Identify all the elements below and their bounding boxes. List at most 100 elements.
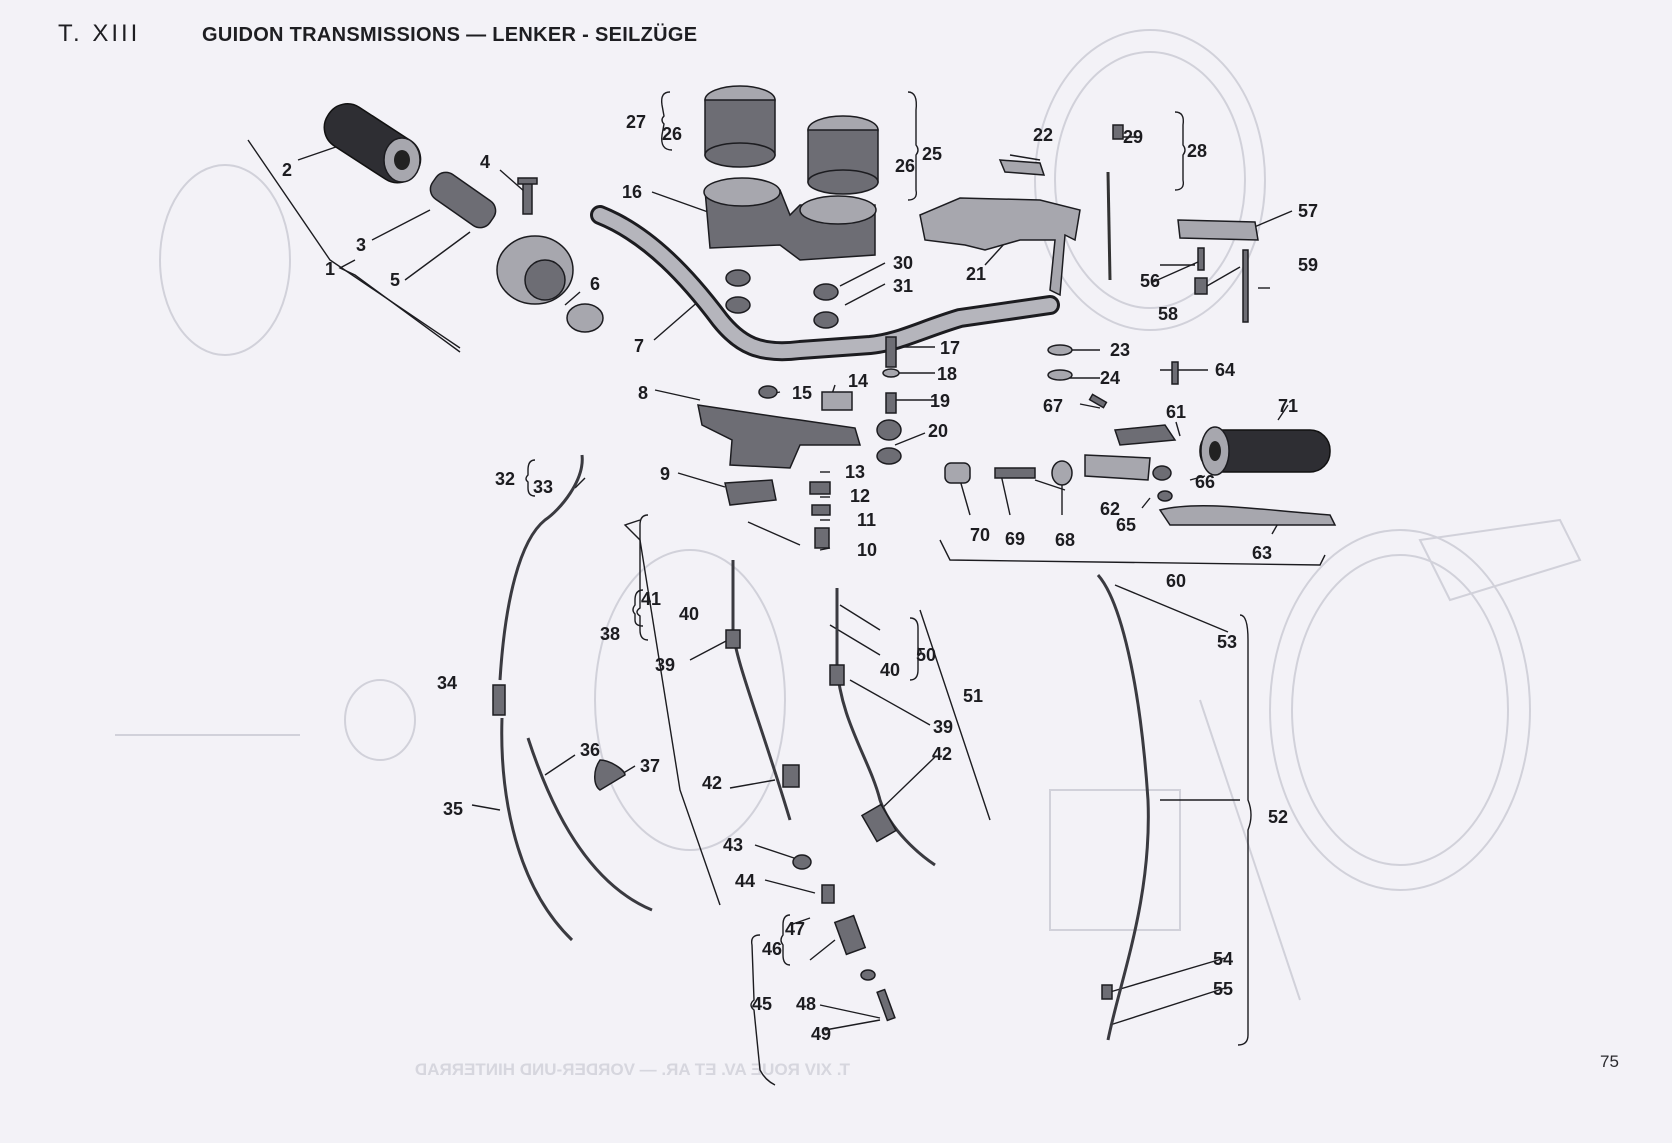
grips xyxy=(323,103,1331,476)
callout-39-right: 39 xyxy=(933,717,953,737)
callout-34: 34 xyxy=(437,673,457,693)
callout-17: 17 xyxy=(940,338,960,358)
callout-57: 57 xyxy=(1298,201,1318,221)
callout-9: 9 xyxy=(660,464,670,484)
plate-22 xyxy=(998,159,1046,176)
small-parts-center xyxy=(697,269,902,549)
leader-lines xyxy=(247,136,1326,1031)
callout-29: 29 xyxy=(1123,127,1143,147)
clip xyxy=(821,391,853,411)
callout-5: 5 xyxy=(390,270,400,290)
brackets xyxy=(338,91,1252,1086)
callout-63: 63 xyxy=(1252,543,1272,563)
callout-70: 70 xyxy=(970,525,990,545)
callout-61: 61 xyxy=(1166,402,1186,422)
clamp-half xyxy=(724,479,777,506)
callout-26-left: 26 xyxy=(662,124,682,144)
page-number: 75 xyxy=(1600,1052,1619,1071)
callout-27: 27 xyxy=(626,112,646,132)
callout-10: 10 xyxy=(857,540,877,560)
callout-67: 67 xyxy=(1043,396,1063,416)
bleed-through-text: T. XIV ROUE AV. ET AR. — VORDER-UND HINT… xyxy=(415,1060,850,1079)
callout-20: 20 xyxy=(928,421,948,441)
callout-28: 28 xyxy=(1187,141,1207,161)
callout-15: 15 xyxy=(792,383,812,403)
callout-41: 41 xyxy=(641,589,661,609)
callout-58: 58 xyxy=(1158,304,1178,324)
callout-50: 50 xyxy=(916,645,936,665)
right-grip xyxy=(1199,429,1331,473)
clutch-lever xyxy=(1158,504,1337,526)
callout-7: 7 xyxy=(634,336,644,356)
callout-25: 25 xyxy=(922,144,942,164)
callout-37: 37 xyxy=(640,756,660,776)
callout-24: 24 xyxy=(1100,368,1120,388)
bracket-21 xyxy=(919,124,1124,297)
master-cylinders xyxy=(703,85,879,261)
callout-6: 6 xyxy=(590,274,600,294)
callout-59: 59 xyxy=(1298,255,1318,275)
callout-2: 2 xyxy=(282,160,292,180)
callout-60: 60 xyxy=(1166,571,1186,591)
callout-56: 56 xyxy=(1140,271,1160,291)
callout-13: 13 xyxy=(845,462,865,482)
right-switch-group xyxy=(944,219,1337,526)
callout-12: 12 xyxy=(850,486,870,506)
callout-21: 21 xyxy=(966,264,986,284)
callout-11: 11 xyxy=(857,510,876,530)
callout-66: 66 xyxy=(1195,472,1215,492)
bleed-through-layer: T. XIV ROUE AV. ET AR. — VORDER-UND HINT… xyxy=(115,29,1582,1079)
callout-53: 53 xyxy=(1217,632,1237,652)
callout-26-right: 26 xyxy=(895,156,915,176)
callout-52: 52 xyxy=(1268,807,1288,827)
callout-42-left: 42 xyxy=(702,773,722,793)
callout-35: 35 xyxy=(443,799,463,819)
callout-68: 68 xyxy=(1055,530,1075,550)
callout-49: 49 xyxy=(811,1024,831,1044)
callout-48: 48 xyxy=(796,994,816,1014)
callout-51: 51 xyxy=(963,686,983,706)
callout-40-left: 40 xyxy=(679,604,699,624)
callout-8: 8 xyxy=(638,383,648,403)
callout-31: 31 xyxy=(893,276,913,296)
callout-23: 23 xyxy=(1110,340,1130,360)
handlebar xyxy=(590,205,1060,362)
callout-40-right: 40 xyxy=(880,660,900,680)
page-title: GUIDON TRANSMISSIONS — LENKER - SEILZÜGE xyxy=(202,24,698,46)
callout-30: 30 xyxy=(893,253,913,273)
callout-1: 1 xyxy=(325,259,335,279)
cables xyxy=(492,454,1150,1041)
callout-33: 33 xyxy=(533,477,553,497)
callout-69: 69 xyxy=(1005,529,1025,549)
callout-16: 16 xyxy=(622,182,642,202)
screw xyxy=(522,179,533,215)
throttle-sleeve xyxy=(429,171,497,229)
callout-3: 3 xyxy=(356,235,366,255)
callout-62: 62 xyxy=(1100,499,1120,519)
callout-22: 22 xyxy=(1033,125,1053,145)
callout-45: 45 xyxy=(752,994,772,1014)
callout-4: 4 xyxy=(480,152,490,172)
clamp-bracket xyxy=(697,404,862,469)
spacer xyxy=(566,303,604,333)
callout-18: 18 xyxy=(937,364,957,384)
throttle-housing xyxy=(496,177,604,333)
callout-19: 19 xyxy=(930,391,950,411)
callout-39-left: 39 xyxy=(655,655,675,675)
plate-number: T. XIII xyxy=(58,20,141,47)
callout-64: 64 xyxy=(1215,360,1235,380)
callout-54: 54 xyxy=(1213,949,1233,969)
callout-55: 55 xyxy=(1213,979,1233,999)
callout-46: 46 xyxy=(762,939,782,959)
callout-43: 43 xyxy=(723,835,743,855)
callout-47: 47 xyxy=(785,919,805,939)
callout-labels: 1 2 3 4 5 6 7 8 9 10 11 12 13 14 15 16 1… xyxy=(282,112,1318,1044)
callout-71: 71 xyxy=(1278,396,1298,416)
callout-14: 14 xyxy=(848,371,868,391)
callout-38: 38 xyxy=(600,624,620,644)
callout-44: 44 xyxy=(735,871,755,891)
callout-32: 32 xyxy=(495,469,515,489)
callout-42-right: 42 xyxy=(932,744,952,764)
